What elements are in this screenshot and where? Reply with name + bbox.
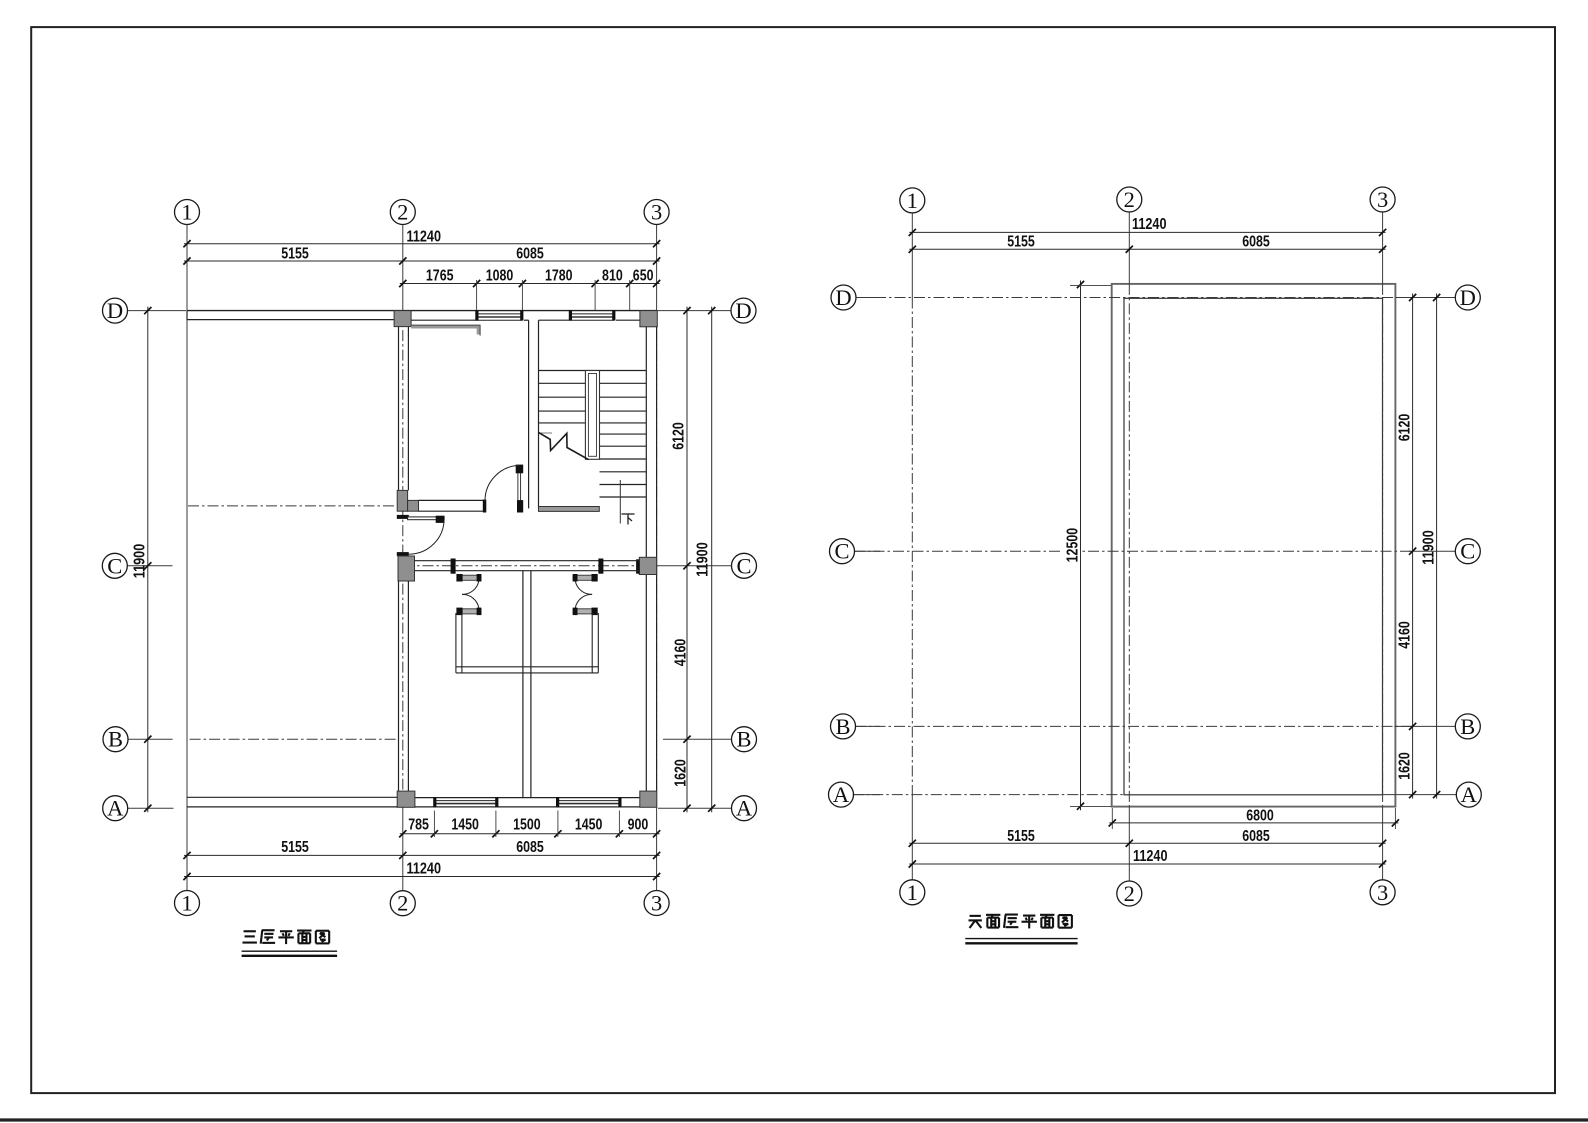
svg-text:6120: 6120 (671, 422, 688, 450)
svg-text:A: A (107, 796, 124, 821)
svg-text:A: A (833, 782, 850, 807)
svg-text:3: 3 (1377, 880, 1388, 905)
svg-text:4160: 4160 (1397, 621, 1414, 649)
svg-text:11900: 11900 (695, 542, 712, 577)
svg-text:2: 2 (1124, 187, 1135, 212)
svg-text:11240: 11240 (407, 228, 442, 245)
svg-text:1: 1 (907, 188, 918, 213)
svg-text:11240: 11240 (1133, 848, 1168, 865)
svg-text:6085: 6085 (516, 245, 544, 262)
svg-text:D: D (107, 298, 123, 323)
svg-text:6120: 6120 (1397, 414, 1414, 442)
svg-text:B: B (1460, 714, 1475, 739)
svg-text:11240: 11240 (407, 860, 442, 877)
svg-text:810: 810 (602, 267, 623, 284)
svg-text:3: 3 (651, 891, 662, 916)
svg-text:B: B (736, 727, 751, 752)
svg-text:1765: 1765 (426, 267, 454, 284)
svg-text:1: 1 (907, 880, 918, 905)
svg-text:11240: 11240 (1132, 216, 1167, 233)
svg-text:12500: 12500 (1065, 528, 1082, 563)
svg-text:2: 2 (397, 891, 408, 916)
svg-text:1780: 1780 (545, 267, 573, 284)
svg-text:1: 1 (181, 200, 192, 225)
svg-text:D: D (735, 298, 751, 323)
svg-text:B: B (108, 727, 123, 752)
svg-text:A: A (1461, 782, 1478, 807)
svg-text:6085: 6085 (1242, 234, 1270, 251)
svg-text:650: 650 (633, 267, 654, 284)
svg-text:5155: 5155 (281, 245, 309, 262)
svg-text:1080: 1080 (486, 267, 514, 284)
svg-text:D: D (835, 285, 851, 310)
svg-text:C: C (834, 539, 849, 564)
svg-text:C: C (1460, 539, 1475, 564)
svg-text:5155: 5155 (1007, 234, 1035, 251)
svg-text:1450: 1450 (575, 817, 603, 834)
svg-text:1: 1 (181, 891, 192, 916)
svg-text:4160: 4160 (673, 639, 690, 667)
svg-text:3: 3 (1377, 187, 1388, 212)
svg-text:1620: 1620 (673, 759, 690, 787)
svg-text:5155: 5155 (281, 839, 309, 856)
svg-text:3: 3 (651, 200, 662, 225)
svg-text:11900: 11900 (132, 544, 149, 579)
svg-text:6085: 6085 (1242, 828, 1270, 845)
svg-text:5155: 5155 (1007, 828, 1035, 845)
svg-text:11900: 11900 (1421, 530, 1438, 565)
svg-text:1450: 1450 (451, 817, 479, 834)
svg-text:2: 2 (397, 200, 408, 225)
svg-text:B: B (835, 714, 850, 739)
svg-text:785: 785 (408, 817, 429, 834)
svg-text:A: A (736, 796, 753, 821)
svg-text:C: C (736, 553, 751, 578)
svg-text:900: 900 (628, 817, 649, 834)
svg-text:1500: 1500 (513, 817, 541, 834)
svg-text:C: C (107, 553, 122, 578)
svg-text:6085: 6085 (516, 839, 544, 856)
svg-text:1620: 1620 (1397, 752, 1414, 780)
svg-text:2: 2 (1124, 881, 1135, 906)
svg-text:6800: 6800 (1246, 808, 1274, 825)
svg-text:D: D (1460, 285, 1476, 310)
